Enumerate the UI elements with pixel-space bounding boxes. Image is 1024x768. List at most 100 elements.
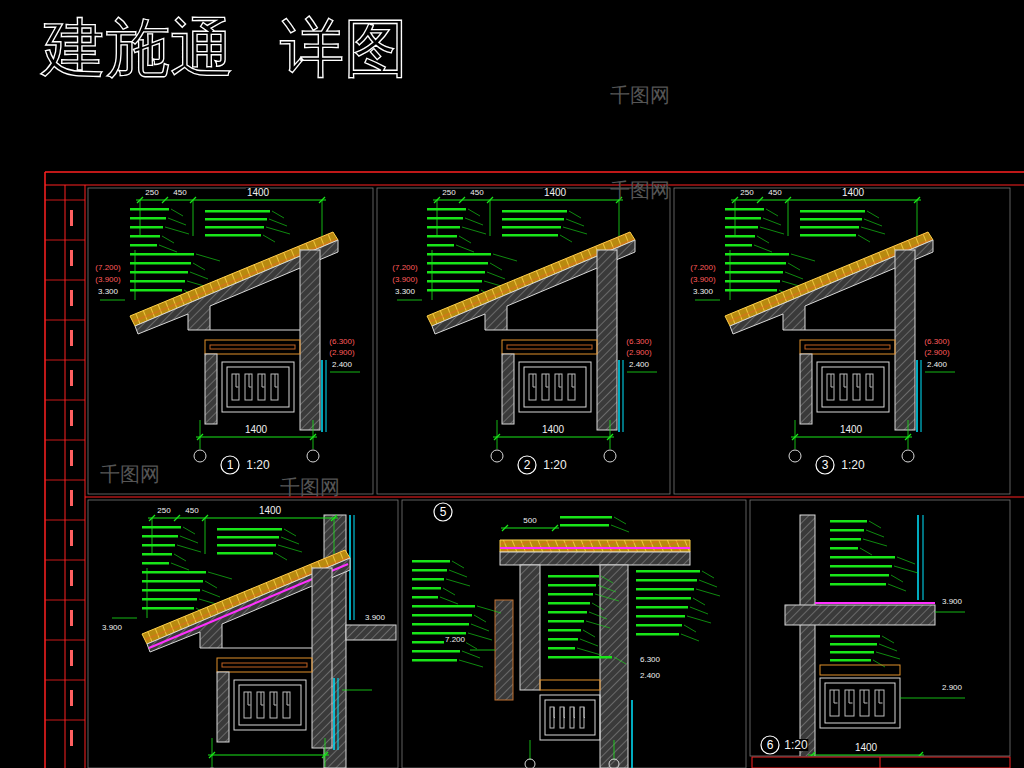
annotation-mark bbox=[725, 289, 777, 292]
annotation-mark bbox=[130, 226, 163, 229]
circle-outline bbox=[221, 456, 239, 474]
level-line bbox=[695, 300, 720, 301]
axis-bubble bbox=[902, 450, 914, 462]
dimension-label: 2.400 bbox=[628, 361, 650, 369]
column bbox=[520, 565, 540, 690]
leader-line bbox=[785, 272, 803, 279]
wall bbox=[312, 568, 332, 748]
dimension-label: (7.200) bbox=[689, 264, 716, 272]
dimension-line bbox=[493, 437, 614, 438]
leader-line bbox=[696, 589, 720, 596]
drawing-line bbox=[45, 320, 85, 321]
circle-outline bbox=[816, 456, 834, 474]
detail-number: 6 bbox=[760, 735, 780, 751]
drawing-line bbox=[45, 400, 85, 401]
annotation-mark bbox=[412, 569, 447, 572]
dimension-line bbox=[501, 528, 559, 529]
title-block-mark bbox=[70, 290, 73, 306]
wall bbox=[597, 250, 617, 430]
level-line bbox=[925, 372, 955, 373]
annotation-mark bbox=[548, 620, 584, 623]
leader-line bbox=[577, 648, 601, 655]
roof-eave-section bbox=[695, 197, 955, 462]
dimension-label: 3.900 bbox=[941, 598, 963, 606]
annotation-mark bbox=[142, 562, 169, 565]
lattice-cell bbox=[845, 690, 854, 716]
lattice-line bbox=[533, 374, 536, 387]
lattice-cell bbox=[555, 374, 562, 400]
extension-line bbox=[917, 200, 918, 236]
roof-tiles bbox=[500, 540, 690, 552]
leader-line bbox=[566, 219, 584, 226]
dimension-tick bbox=[917, 752, 923, 756]
panel-border bbox=[402, 500, 746, 768]
leader-line bbox=[471, 624, 489, 631]
leader-line bbox=[180, 536, 198, 543]
leader-line bbox=[757, 236, 769, 243]
leader-line bbox=[563, 227, 587, 234]
leader-line bbox=[202, 590, 220, 597]
panel-border bbox=[377, 188, 670, 494]
axis-line bbox=[497, 420, 498, 449]
title-block-mark bbox=[70, 650, 73, 666]
axis-bubble bbox=[491, 450, 503, 462]
annotation-mark bbox=[412, 587, 441, 590]
scale-label: 1:20 bbox=[245, 459, 270, 471]
annotation-mark bbox=[548, 629, 581, 632]
axis-line bbox=[530, 740, 531, 760]
dimension-tick bbox=[502, 525, 508, 531]
window bbox=[631, 700, 633, 768]
annotation-mark bbox=[636, 633, 679, 636]
lattice-line bbox=[834, 690, 838, 703]
leader-line bbox=[446, 579, 470, 586]
annotation-mark bbox=[830, 651, 874, 654]
lattice-frame bbox=[822, 367, 884, 407]
annotation-mark bbox=[142, 553, 172, 556]
leader-line bbox=[702, 571, 714, 578]
lattice-cell bbox=[244, 692, 251, 718]
dimension-label: 3.900 bbox=[101, 624, 123, 632]
leader-line bbox=[462, 227, 486, 234]
dimension-tick bbox=[494, 434, 500, 440]
leader-line bbox=[440, 597, 458, 604]
leader-line bbox=[611, 525, 629, 532]
lattice-line bbox=[287, 692, 290, 705]
annotation-mark bbox=[130, 271, 188, 274]
drawing-line bbox=[45, 171, 1024, 173]
leader-line bbox=[897, 557, 915, 564]
title-block-mark bbox=[70, 370, 73, 386]
drawing-line bbox=[45, 480, 85, 481]
dimension-tick bbox=[792, 434, 798, 440]
leader-line bbox=[693, 598, 705, 605]
floor-slab bbox=[785, 605, 935, 625]
annotation-mark bbox=[130, 280, 185, 283]
annotation-mark bbox=[130, 208, 169, 211]
level-line bbox=[342, 690, 372, 691]
leader-line bbox=[462, 651, 480, 658]
lattice-line bbox=[559, 374, 562, 387]
wall bbox=[800, 515, 815, 756]
annotation-mark bbox=[142, 571, 206, 574]
extension-line bbox=[334, 518, 335, 554]
lattice-line bbox=[584, 707, 585, 718]
dimension-tick bbox=[459, 197, 465, 203]
dimension-label: 500 bbox=[522, 517, 537, 525]
leader-line bbox=[162, 236, 174, 243]
annotation-mark bbox=[205, 218, 267, 221]
extension-line bbox=[490, 200, 491, 236]
drawing-line bbox=[45, 680, 85, 681]
annotation-mark bbox=[548, 647, 575, 650]
annotation-mark bbox=[142, 526, 181, 529]
annotation-mark bbox=[205, 210, 270, 213]
lattice-line bbox=[236, 374, 239, 387]
annotation-mark bbox=[830, 574, 889, 577]
scale-label: 1:20 bbox=[783, 739, 808, 751]
wall bbox=[300, 250, 320, 430]
level-line bbox=[330, 372, 360, 373]
leader-line bbox=[879, 644, 897, 651]
leader-line bbox=[443, 588, 455, 595]
level-line bbox=[397, 300, 422, 301]
leader-line bbox=[465, 218, 483, 225]
circle-outline bbox=[434, 503, 452, 521]
lattice-line bbox=[864, 690, 868, 703]
